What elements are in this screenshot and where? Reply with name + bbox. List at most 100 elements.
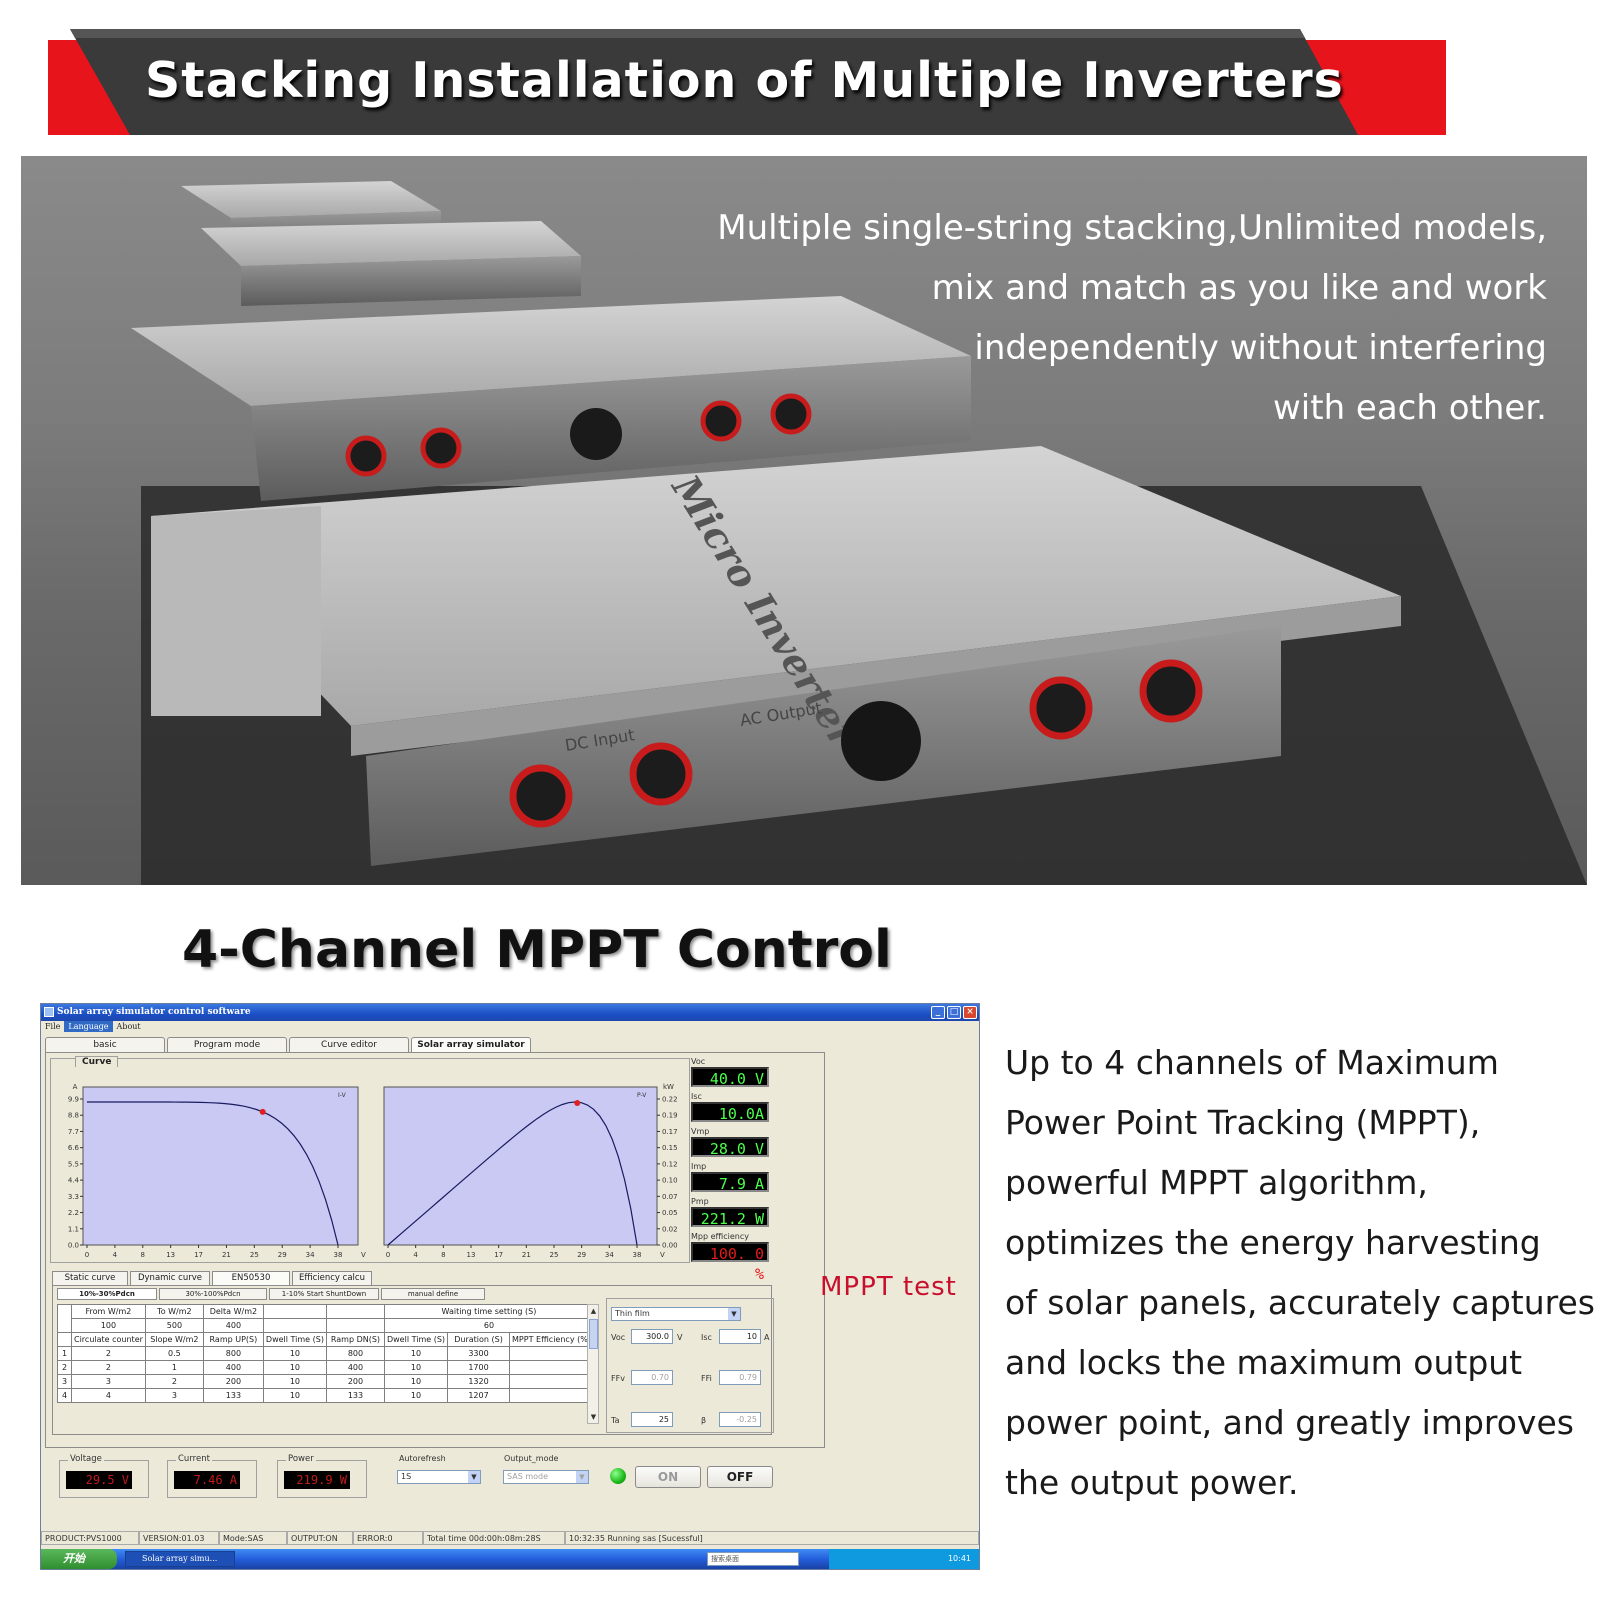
beta-field[interactable]: -0.25	[719, 1412, 761, 1427]
table-cell[interactable]: 3	[144, 1388, 204, 1403]
table-cell[interactable]: 200	[202, 1374, 264, 1389]
scroll-up-icon[interactable]: ▲	[590, 1307, 597, 1315]
tab-basic[interactable]: basic	[45, 1037, 165, 1052]
ffi-field[interactable]: 0.79	[719, 1370, 761, 1385]
iv-plot-area	[82, 1086, 359, 1246]
table-scrollbar[interactable]: ▲ ▼	[587, 1304, 599, 1424]
output-mode-value: SAS mode	[507, 1472, 549, 1481]
table-cell[interactable]: 2	[144, 1374, 204, 1389]
menu-language[interactable]: Language	[64, 1021, 113, 1032]
autorefresh-select[interactable]: 1S ▼	[397, 1470, 481, 1484]
iv-x-tick-label: 38	[334, 1251, 343, 1259]
tab-start-shutdown[interactable]: 1-10% Start ShuntDown	[269, 1288, 379, 1300]
iv-y-tick-label: 5.5	[68, 1160, 79, 1168]
start-button[interactable]: 开始	[41, 1549, 117, 1569]
table-cell[interactable]: 400	[325, 1360, 385, 1375]
tab-10-30-pdcn[interactable]: 10%-30%Pdcn	[57, 1288, 157, 1300]
chevron-down-icon[interactable]: ▼	[468, 1471, 480, 1483]
ffv-field[interactable]: 0.70	[631, 1370, 673, 1385]
tab-static-curve[interactable]: Static curve	[52, 1271, 128, 1285]
table-cell[interactable]: 1207	[447, 1388, 511, 1403]
table-cell[interactable]	[509, 1360, 594, 1375]
table-cell[interactable]: 10	[383, 1360, 449, 1375]
voc-field[interactable]: 300.0	[631, 1329, 673, 1344]
table-cell[interactable]: 1320	[447, 1374, 511, 1389]
pv-y-axis-label: kW	[663, 1083, 674, 1091]
table-spacer	[325, 1318, 385, 1333]
isc-field[interactable]: 10	[719, 1329, 761, 1344]
table-cell[interactable]	[509, 1374, 594, 1389]
table-cell[interactable]: 800	[202, 1346, 264, 1361]
tab-en50530[interactable]: EN50530	[212, 1271, 290, 1285]
table-cell[interactable]: 800	[325, 1346, 385, 1361]
taskbar-window-item[interactable]: Solar array simu...	[125, 1551, 235, 1567]
table-cell[interactable]: 60	[383, 1318, 594, 1333]
table-cell[interactable]: 10	[262, 1346, 327, 1361]
desktop-search-input[interactable]: 搜索桌面	[707, 1552, 799, 1566]
scroll-down-icon[interactable]: ▼	[590, 1413, 597, 1421]
table-cell[interactable]: 2	[71, 1346, 146, 1361]
panel-type-select[interactable]: Thin film ▼	[611, 1307, 741, 1321]
table-cell[interactable]	[509, 1388, 594, 1403]
tab-program-mode[interactable]: Program mode	[167, 1037, 287, 1052]
table-cell[interactable]: 4	[71, 1388, 146, 1403]
table-cell[interactable]: 400	[202, 1318, 264, 1333]
description-line: Up to 4 channels of Maximum	[1005, 1043, 1499, 1082]
tab-solar-array-simulator[interactable]: Solar array simulator	[411, 1037, 531, 1052]
table-cell[interactable]: 10	[383, 1388, 449, 1403]
tab-manual-define[interactable]: manual define	[381, 1288, 485, 1300]
table-cell[interactable]: 0.5	[144, 1346, 204, 1361]
chevron-down-icon[interactable]: ▼	[728, 1308, 740, 1320]
chevron-down-icon[interactable]: ▼	[576, 1471, 588, 1483]
readout-value: 100. 0 %	[691, 1242, 769, 1283]
table-cell[interactable]: 10	[262, 1388, 327, 1403]
table-cell[interactable]: 3300	[447, 1346, 511, 1361]
on-button[interactable]: ON	[635, 1466, 701, 1488]
close-button[interactable]: ×	[963, 1006, 977, 1019]
table-cell[interactable]: 500	[144, 1318, 204, 1333]
pv-curve	[387, 1101, 638, 1246]
status-bar: PRODUCT:PVS1000 VERSION:01.03 Mode:SAS O…	[41, 1531, 979, 1546]
table-cell[interactable]: 2	[71, 1360, 146, 1375]
window-title: Solar array simulator control software	[57, 1007, 251, 1017]
stacking-caption: Multiple single-string stacking,Unlimite…	[687, 198, 1547, 438]
ramp-table: From W/m2 To W/m2 Delta W/m2 Waiting tim…	[57, 1304, 594, 1403]
table-cell[interactable]: 133	[202, 1388, 264, 1403]
tab-efficiency-calc[interactable]: Efficiency calcu	[292, 1271, 372, 1285]
tab-curve-editor[interactable]: Curve editor	[289, 1037, 409, 1052]
table-cell[interactable]: 10	[262, 1360, 327, 1375]
table-cell[interactable]: 10	[262, 1374, 327, 1389]
ta-field[interactable]: 25	[631, 1412, 673, 1427]
maximize-button[interactable]: □	[947, 1006, 961, 1019]
table-cell[interactable]: 10	[383, 1346, 449, 1361]
readout-value: 221.2 W	[691, 1207, 769, 1228]
minimize-button[interactable]: _	[931, 1006, 945, 1019]
tab-dynamic-curve[interactable]: Dynamic curve	[130, 1271, 210, 1285]
table-header: Ramp DN(S)	[325, 1332, 385, 1347]
isc-unit: A	[764, 1333, 770, 1342]
table-cell[interactable]: 3	[71, 1374, 146, 1389]
table-corner	[57, 1304, 72, 1333]
output-mode-select[interactable]: SAS mode ▼	[503, 1470, 589, 1484]
table-cell[interactable]: 200	[325, 1374, 385, 1389]
table-cell[interactable]: 10	[383, 1374, 449, 1389]
window-titlebar[interactable]: Solar array simulator control software _…	[41, 1004, 979, 1021]
pv-y-tick-label: 0.10	[662, 1177, 678, 1185]
table-cell[interactable]: 1700	[447, 1360, 511, 1375]
panel-type-value: Thin film	[615, 1309, 650, 1318]
description-line: optimizes the energy harvesting	[1005, 1223, 1541, 1262]
title-banner: Stacking Installation of Multiple Invert…	[0, 0, 1600, 150]
table-cell[interactable]: 400	[202, 1360, 264, 1375]
table-cell[interactable]: 1	[144, 1360, 204, 1375]
iv-y-tick-label: 6.6	[68, 1144, 80, 1152]
scroll-thumb[interactable]	[589, 1319, 598, 1349]
table-cell[interactable]: 100	[71, 1318, 146, 1333]
menu-file[interactable]: File	[45, 1022, 61, 1031]
off-button[interactable]: OFF	[707, 1466, 773, 1488]
table-cell[interactable]	[509, 1346, 594, 1361]
table-cell[interactable]: 133	[325, 1388, 385, 1403]
tab-30-100-pdcn[interactable]: 30%-100%Pdcn	[159, 1288, 267, 1300]
menu-about[interactable]: About	[116, 1022, 141, 1031]
